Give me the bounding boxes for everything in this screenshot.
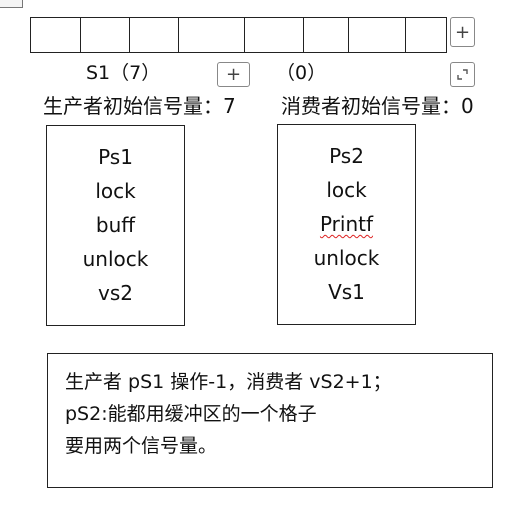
note-line: 要用两个信号量。 — [65, 435, 218, 457]
corner-handle — [0, 0, 23, 8]
note-line: 生产者 pS1 操作-1，消费者 vS2+1； — [65, 371, 392, 393]
resize-handle-icon[interactable] — [450, 62, 475, 87]
producer-step: vs2 — [98, 281, 133, 305]
producer-step: lock — [95, 179, 136, 203]
producer-box: Ps1 lock buff unlock vs2 — [46, 125, 185, 326]
consumer-step: Ps2 — [329, 144, 364, 168]
buffer-cell — [130, 18, 179, 52]
consumer-step: Printf — [319, 212, 374, 236]
s2-label: （0） — [276, 62, 327, 84]
consumer-step: lock — [326, 178, 367, 202]
buffer-cell — [81, 18, 130, 52]
producer-init-label: 生产者初始信号量：7 — [43, 94, 236, 118]
producer-step: Ps1 — [98, 145, 133, 169]
buffer-cell — [31, 18, 81, 52]
buffer-cell — [179, 18, 245, 52]
note-line: pS2:能都用缓冲区的一个格子 — [65, 403, 317, 425]
consumer-step: Vs1 — [328, 280, 365, 304]
consumer-init-label: 消费者初始信号量：0 — [281, 94, 474, 118]
add-column-button[interactable]: + — [450, 17, 475, 47]
consumer-box: Ps2 lock Printf unlock Vs1 — [277, 124, 416, 325]
resize-icon — [457, 69, 468, 80]
buffer-cell — [406, 18, 447, 52]
consumer-step: unlock — [313, 246, 380, 270]
buffer-cell — [304, 18, 349, 52]
buffer-cell — [245, 18, 304, 52]
buffer-cells — [30, 17, 447, 53]
note-box: 生产者 pS1 操作-1，消费者 vS2+1； pS2:能都用缓冲区的一个格子 … — [47, 353, 493, 488]
add-cell-button[interactable]: + — [217, 62, 250, 87]
buffer-cell — [349, 18, 406, 52]
producer-step: buff — [95, 213, 136, 237]
producer-step: unlock — [82, 247, 149, 271]
s1-label: S1（7） — [86, 62, 161, 84]
